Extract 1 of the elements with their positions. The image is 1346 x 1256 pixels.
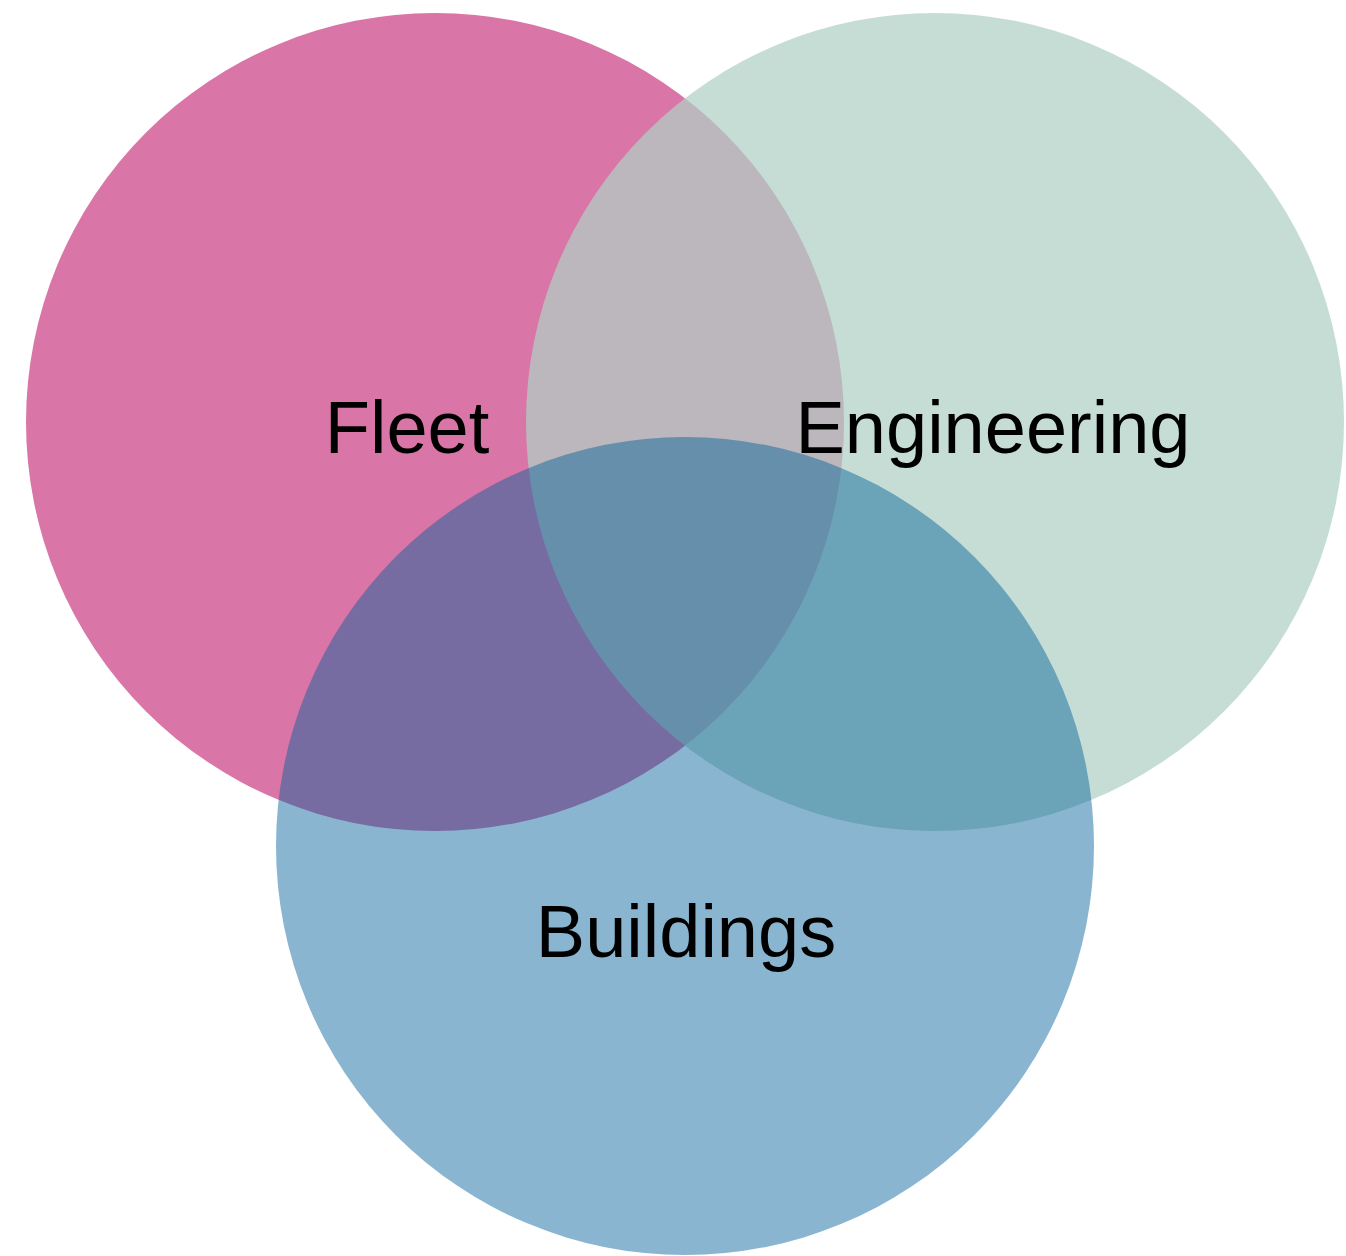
set-label: Fleet	[324, 391, 490, 465]
